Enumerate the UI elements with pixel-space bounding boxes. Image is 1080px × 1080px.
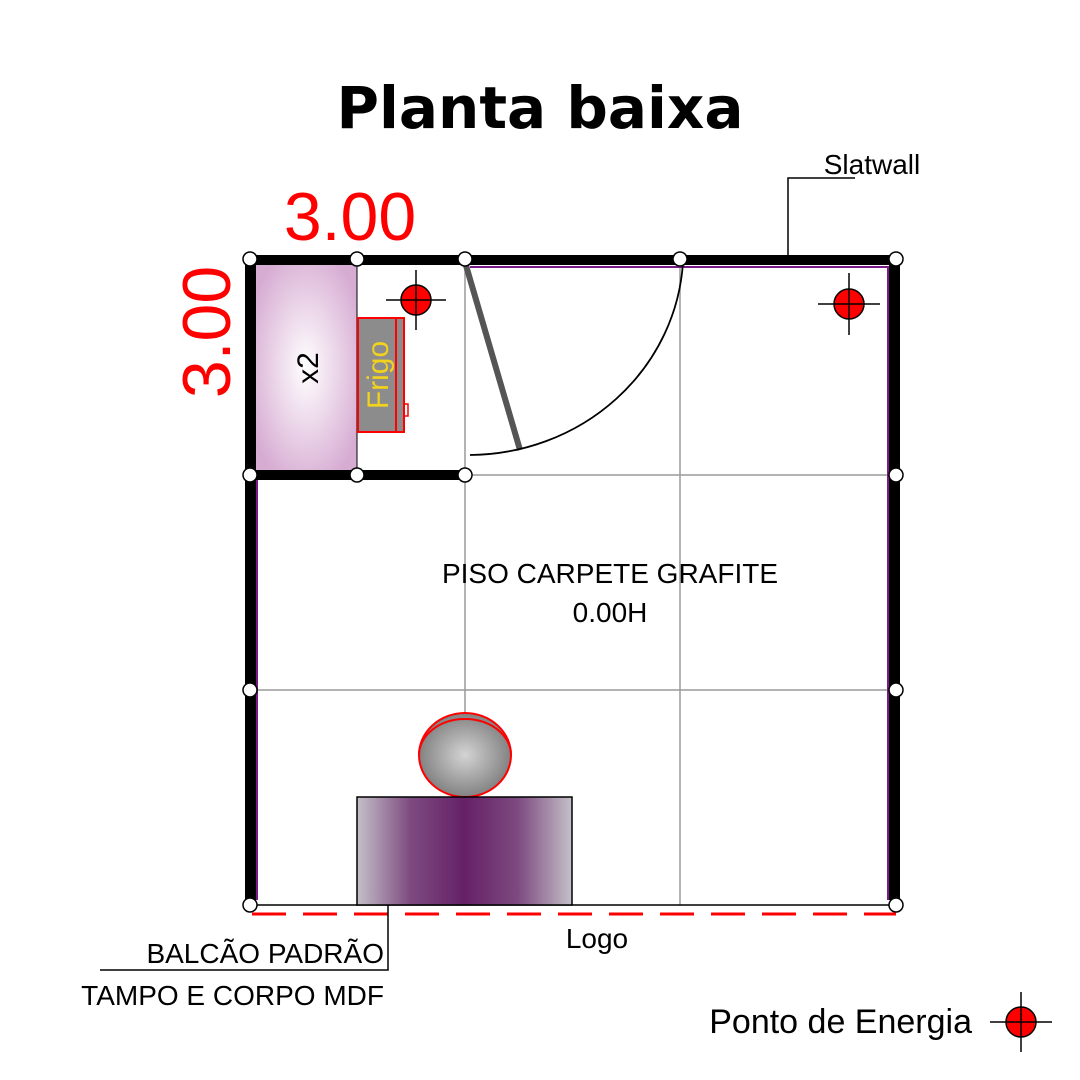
storage-cabinet [254, 263, 358, 472]
slatwall-leader [787, 177, 855, 255]
energy-point-icon [386, 270, 446, 330]
page-title: Planta baixa [337, 74, 744, 142]
fridge-label: Frigo [362, 341, 395, 409]
structure-posts [242, 251, 904, 913]
storage-door [462, 261, 684, 456]
storage-qty-label: x2 [292, 352, 325, 384]
wall-back [246, 255, 896, 265]
legend-energy-label: Ponto de Energia [709, 1003, 972, 1041]
floor-level-label: 0.00H [573, 597, 648, 628]
counter [356, 796, 573, 906]
floor-label: PISO CARPETE GRAFITE [442, 558, 778, 589]
counter-leader [100, 905, 389, 971]
legend-energy-point-icon [990, 992, 1052, 1052]
counter-material-label: TAMPO E CORPO MDF [81, 980, 384, 1011]
wall-left [245, 258, 256, 900]
counter-label: BALCÃO PADRÃO [146, 938, 384, 969]
logo-label: Logo [566, 923, 628, 954]
stool [418, 712, 512, 798]
energy-point-icon [818, 273, 880, 335]
fridge: Frigo [357, 317, 409, 433]
depth-dimension: 3.00 [169, 266, 245, 398]
wall-right [889, 258, 900, 900]
width-dimension: 3.00 [284, 179, 416, 255]
slatwall-label: Slatwall [824, 149, 920, 180]
